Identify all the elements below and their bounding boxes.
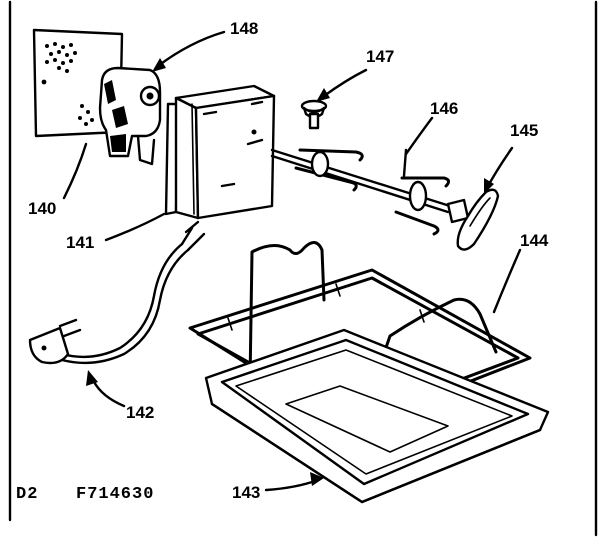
doc-code-right: F714630 [76,485,154,504]
callout-148: 148 [230,19,258,38]
part-141-motor-housing [164,84,276,220]
leader-146 [404,116,434,156]
callout-142: 142 [126,403,154,422]
leader-145 [486,146,514,188]
callout-141: 141 [66,233,94,252]
callout-144: 144 [520,231,549,250]
doc-code-left: D2 [16,485,38,504]
leader-147 [322,68,368,98]
leader-148 [156,30,226,68]
callout-140: 140 [28,199,56,218]
leader-lines [62,30,522,492]
leader-144 [492,248,522,314]
part-148-motor [98,66,162,166]
callout-147: 147 [366,47,394,66]
callout-146: 146 [430,99,458,118]
leader-140 [62,142,88,200]
part-146-spit-rod [270,148,452,236]
callout-143: 143 [232,483,260,502]
part-145-spit-handle [446,188,500,251]
part-147-screw [300,99,328,130]
part-143-drip-pan [204,328,550,504]
leader-141 [104,212,166,242]
part-142-power-cord [28,220,206,365]
callout-145: 145 [510,121,538,140]
leader-143 [264,478,320,492]
